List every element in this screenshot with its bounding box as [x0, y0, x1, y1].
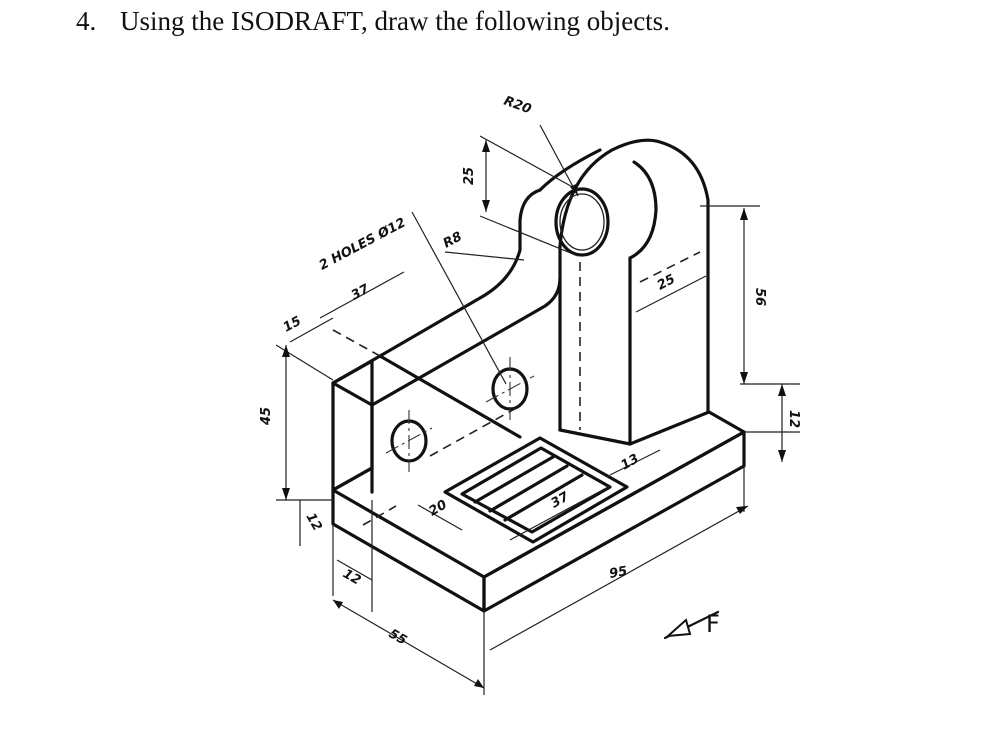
- d95-line: [489, 505, 749, 651]
- back-wall-front-curve: [510, 244, 562, 327]
- d15-line: [289, 317, 334, 343]
- hidden-line-3: [429, 405, 521, 457]
- r20-leader: [539, 124, 579, 197]
- dim-20: 20: [427, 497, 450, 519]
- dimension-labels: R20 25 R8 2 HOLES Ø12 37 15 45 12 12 55 …: [259, 94, 801, 649]
- question-number: 4.: [76, 6, 97, 36]
- view-direction-marker: F: [663, 610, 720, 640]
- back-wall: [378, 188, 562, 432]
- pocket-slot-2: [488, 464, 569, 513]
- d20-line: [417, 504, 463, 531]
- upright-inner-edge: [331, 381, 374, 494]
- dim-12-bottom: 12: [340, 566, 363, 588]
- dim-d25: 25: [462, 167, 477, 185]
- base-block: [331, 410, 746, 613]
- dim-25: 25: [655, 272, 678, 294]
- hidden-lines: [332, 251, 701, 526]
- view-arrow-icon: [665, 618, 692, 638]
- upright-top-face-back: [331, 354, 522, 439]
- holes-leader: [411, 211, 507, 385]
- pocket-slot-3: [503, 473, 584, 522]
- dim-r8: R8: [441, 229, 465, 251]
- d37-slot-line: [509, 485, 611, 541]
- question-heading: 4. Using the ISODRAFT, draw the following…: [76, 6, 670, 37]
- pillar-hole-outer: [554, 187, 610, 257]
- dim-13: 13: [619, 451, 642, 473]
- base-top-front-edge: [482, 430, 746, 579]
- d55-line: [332, 599, 485, 689]
- base-top-back-edge: [707, 410, 746, 434]
- dim-45: 45: [259, 407, 274, 426]
- d37-top-line: [319, 271, 405, 319]
- pillar-base-joint: [558, 428, 632, 446]
- r8-leader: [444, 251, 525, 261]
- arrowheads: [282, 140, 786, 688]
- d25-ext-bottom: [479, 215, 579, 257]
- dimension-lines: [275, 124, 800, 695]
- pillar-rounded-top-front: [538, 148, 602, 192]
- back-wall-top-curve: [378, 188, 542, 358]
- d12-bottom-line: [336, 559, 373, 581]
- pillar-rounded-top-back: [558, 138, 710, 414]
- pocket: [443, 436, 629, 544]
- question-text: Using the ISODRAFT, draw the following o…: [120, 6, 670, 36]
- d25-ext-top: [479, 135, 579, 191]
- pillar-right-base: [628, 410, 711, 446]
- holes: [385, 357, 535, 472]
- dim-55: 55: [386, 626, 409, 648]
- dim-12-right: 12: [786, 410, 801, 428]
- pillar-hole-inner: [559, 193, 605, 251]
- pocket-slot-1: [473, 455, 555, 504]
- dim-15: 15: [281, 314, 304, 336]
- hidden-line-2: [362, 505, 397, 526]
- dim-holes: 2 HOLES Ø12: [317, 215, 409, 273]
- hidden-line-5: [332, 329, 381, 357]
- dim-12-left: 12: [303, 511, 325, 534]
- upright-top-edge: [370, 323, 514, 407]
- dim-56: 56: [752, 288, 767, 306]
- d13-line: [609, 449, 661, 476]
- view-label: F: [706, 610, 720, 638]
- dim-r20: R20: [502, 94, 534, 118]
- pillar-inner-arc: [628, 160, 658, 260]
- pocket-outline: [443, 436, 629, 544]
- tall-pillar: [538, 138, 711, 446]
- d25-line: [635, 275, 707, 313]
- base-front-face: [331, 488, 486, 613]
- dim-95: 95: [608, 564, 628, 582]
- hidden-line-4: [639, 251, 701, 283]
